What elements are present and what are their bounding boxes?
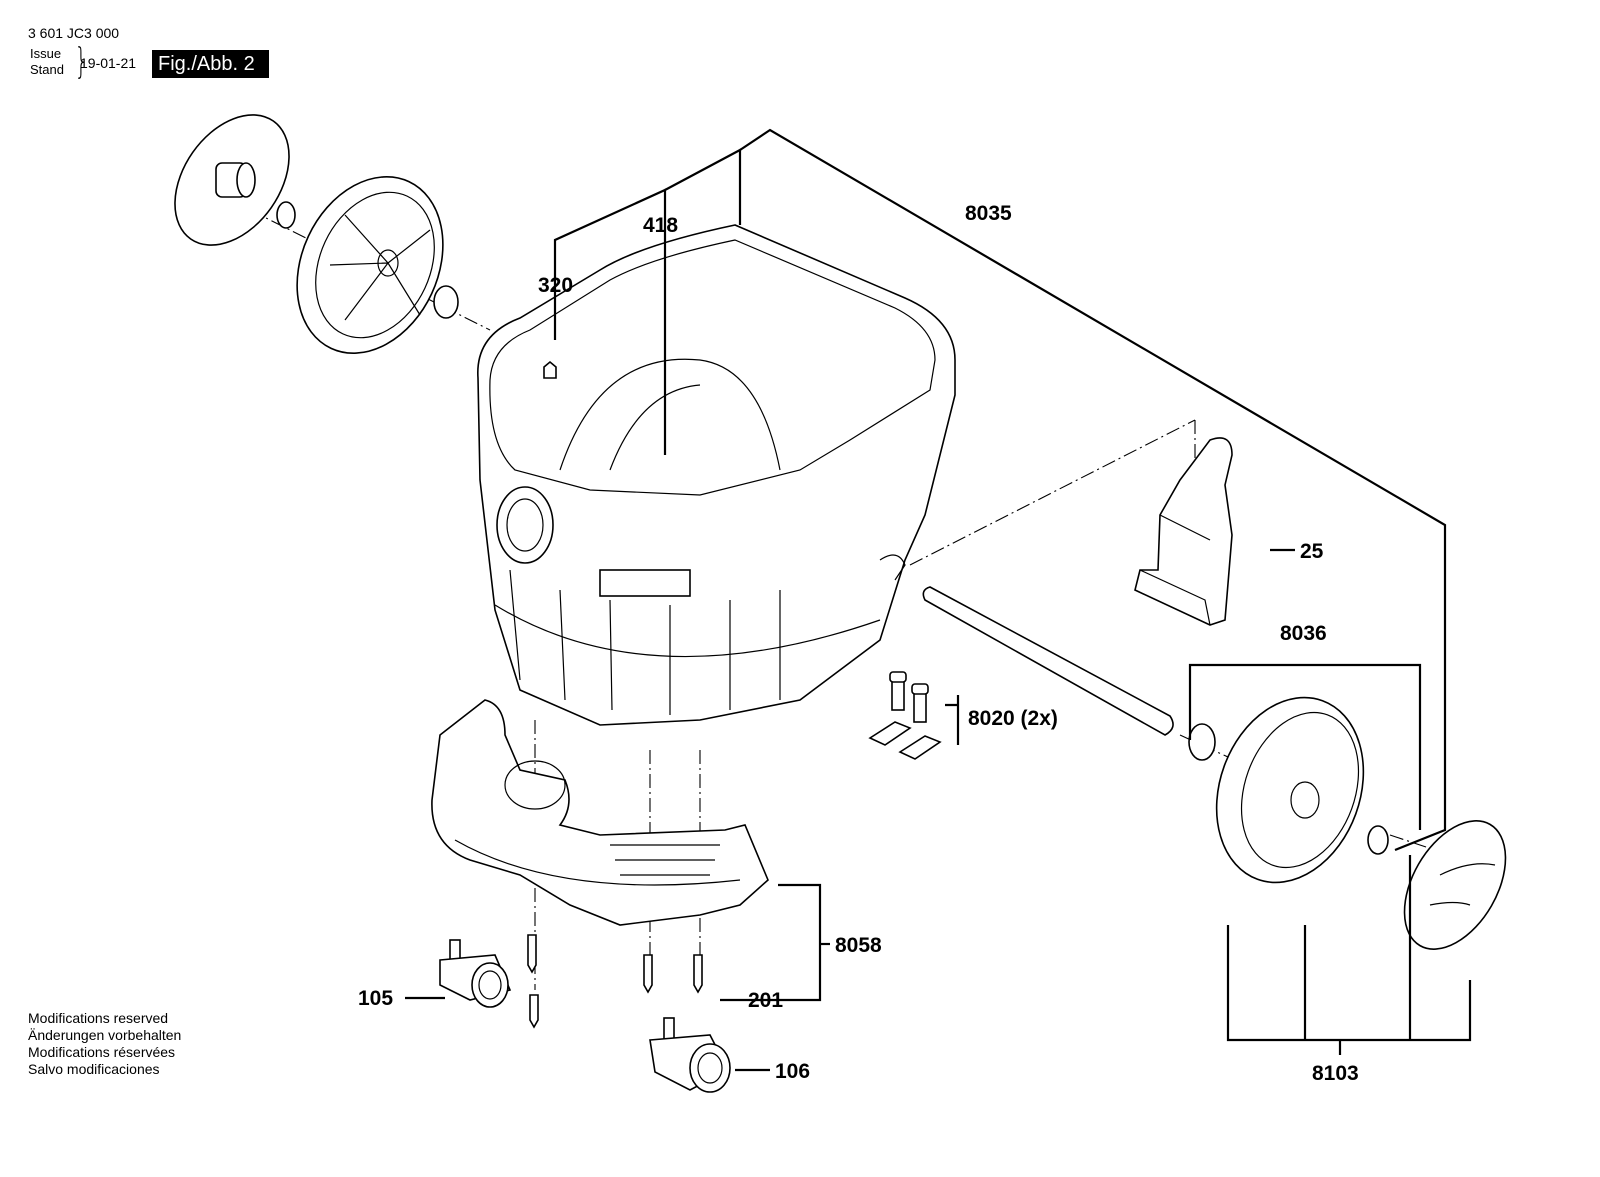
label-320: 320	[538, 274, 573, 297]
notice-line-de: Änderungen vorbehalten	[28, 1027, 182, 1043]
label-8020: 8020 (2x)	[968, 707, 1058, 730]
part-320-pin	[543, 360, 557, 379]
part-8020-screws	[868, 671, 942, 760]
stand-label: Stand	[30, 62, 64, 77]
document-code: 3 601 JC3 000	[28, 25, 120, 41]
issue-label: Issue	[30, 46, 62, 61]
document-header: 3 601 JC3 000 Issue Stand } 19-01-21 Fig…	[0, 0, 600, 90]
left-hub-cover	[174, 114, 290, 246]
label-8103: 8103	[1312, 1062, 1359, 1085]
part-106-caster	[649, 1017, 731, 1093]
label-8035: 8035	[965, 202, 1012, 225]
label-25: 25	[1300, 540, 1324, 563]
label-105: 105	[358, 987, 393, 1010]
notice-line-fr: Modifications réservées	[28, 1044, 176, 1060]
label-418: 418	[643, 214, 678, 237]
issue-stand-labels: Issue Stand	[30, 46, 64, 78]
right-wheel	[1215, 696, 1365, 884]
label-201: 201	[748, 989, 783, 1012]
rear-axle	[922, 586, 1174, 736]
part-105-caster	[439, 939, 512, 1008]
leader-lines	[405, 128, 1472, 1072]
part-number-labels: 8035 418 320 25 8036 8020 (2x) 8058 105 …	[358, 202, 1359, 1085]
left-wheel-bushing	[433, 285, 459, 319]
figure-label: Fig./Abb. 2	[152, 50, 269, 78]
label-106: 106	[775, 1060, 810, 1083]
part-25-latch	[1134, 437, 1233, 626]
notice-line-es: Salvo modificaciones	[28, 1061, 160, 1077]
left-circlip	[276, 201, 296, 229]
container-body	[477, 224, 956, 726]
left-wheel	[296, 176, 444, 354]
right-circlip	[1367, 825, 1389, 855]
label-8036: 8036	[1280, 622, 1327, 645]
modifications-notice: Modifications reserved Änderungen vorbeh…	[28, 1010, 181, 1078]
notice-line-en: Modifications reserved	[28, 1010, 169, 1026]
issue-date: 19-01-21	[80, 55, 137, 71]
brace-glyph: }	[74, 41, 89, 82]
right-hub-cover	[1403, 820, 1507, 950]
part-8058-bumper	[431, 699, 769, 926]
label-8058: 8058	[835, 934, 882, 957]
part-201-screws	[527, 934, 703, 1029]
right-wheel-bushing	[1188, 723, 1216, 761]
